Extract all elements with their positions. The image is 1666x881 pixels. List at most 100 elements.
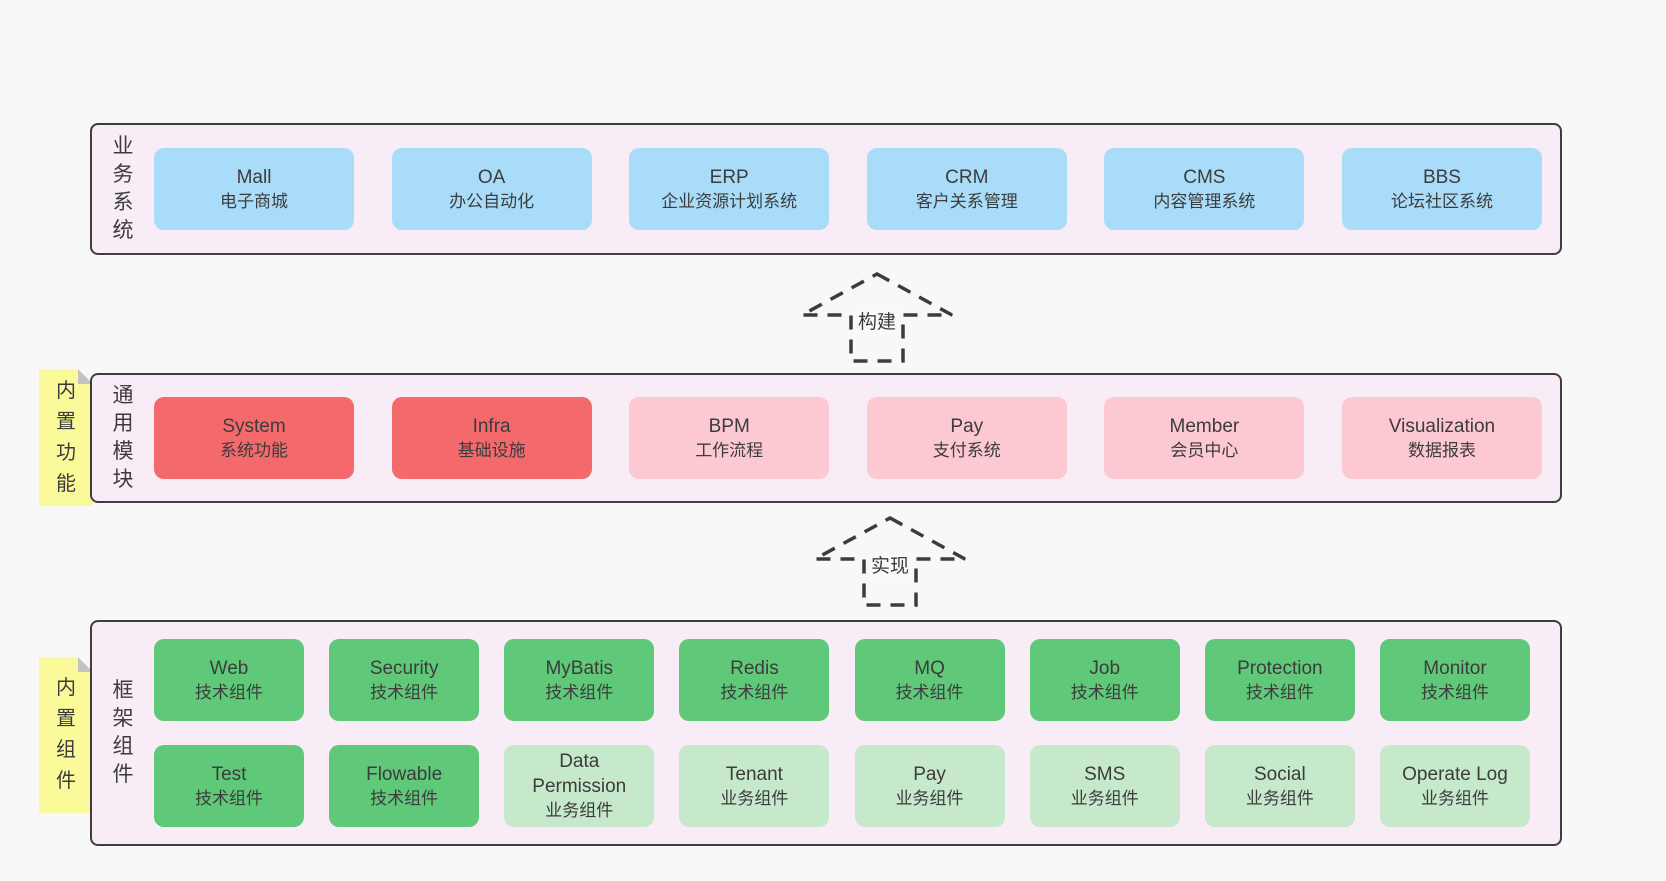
arrow-label-implement: 实现 xyxy=(867,554,913,580)
box-subtitle: 办公自动化 xyxy=(449,191,535,211)
dashed-up-arrow-icon xyxy=(814,516,966,607)
box-bbs: BBS 论坛社区系统 xyxy=(1341,148,1542,230)
box-mybatis: MyBatis 技术组件 xyxy=(504,639,655,721)
box-title: BBS xyxy=(1422,166,1461,188)
vertical-label-char: 务 xyxy=(112,163,134,186)
box-title: OA xyxy=(477,166,506,188)
box-subtitle: 基础设施 xyxy=(457,440,526,460)
box-title: BPM xyxy=(708,415,750,437)
box-subtitle: 业务组件 xyxy=(545,801,614,820)
box-title: Job xyxy=(1089,657,1121,679)
box-subtitle: 技术组件 xyxy=(1420,682,1489,702)
box-title: Mall xyxy=(236,166,272,188)
section-business-systems: 业务系统 Mall 电子商城 OA 办公自动化 ERP 企业资源计划系统 CRM 客户关系管理… xyxy=(90,123,1562,255)
vertical-label-char: 架 xyxy=(112,707,134,730)
box-bpm: BPM 工作流程 xyxy=(629,397,830,479)
vertical-label-char: 组 xyxy=(112,735,134,758)
box-subtitle: 企业资源计划系统 xyxy=(661,191,798,211)
box-subtitle: 工作流程 xyxy=(695,440,764,460)
box-title: Social xyxy=(1253,763,1306,785)
box-oa: OA 办公自动化 xyxy=(391,148,592,230)
box-subtitle: 电子商城 xyxy=(220,191,288,211)
box-subtitle: 业务组件 xyxy=(895,788,964,808)
vertical-label-char: 组 xyxy=(56,739,76,761)
sticky-note-builtin-components: 内置组件 xyxy=(39,657,93,813)
vertical-label-char: 块 xyxy=(112,468,134,491)
box-infra: Infra 基础设施 xyxy=(391,397,592,479)
box-title: Test xyxy=(211,763,247,785)
box-job: Job 技术组件 xyxy=(1029,639,1180,721)
box-subtitle: 支付系统 xyxy=(932,440,1001,460)
box-title: CRM xyxy=(945,166,989,188)
box-subtitle: 业务组件 xyxy=(720,788,789,808)
section-label-business-systems: 业务系统 xyxy=(92,125,154,253)
box-subtitle: 论坛社区系统 xyxy=(1390,191,1493,211)
vertical-label-char: 通 xyxy=(112,384,134,407)
box-title: ERP xyxy=(709,166,749,188)
box-sms: SMS 业务组件 xyxy=(1029,745,1180,827)
vertical-label-char: 框 xyxy=(112,679,134,702)
box-title: Tenant xyxy=(725,763,783,785)
box-subtitle: 技术组件 xyxy=(195,788,263,808)
vertical-label-char: 置 xyxy=(56,410,76,433)
box-crm: CRM 客户关系管理 xyxy=(866,148,1067,230)
dashed-up-arrow-icon xyxy=(801,272,953,363)
vertical-label-char: 能 xyxy=(56,472,76,495)
vertical-label-char: 系 xyxy=(112,191,134,214)
box-subtitle: 业务组件 xyxy=(1070,788,1139,808)
box-pay: Pay 支付系统 xyxy=(866,397,1067,479)
box-subtitle: 技术组件 xyxy=(370,682,439,702)
box-title: SMS xyxy=(1084,763,1126,785)
box-mall: Mall 电子商城 xyxy=(154,148,354,230)
arrow-build: 构建 xyxy=(797,270,957,364)
box-title: Security xyxy=(369,657,439,679)
box-title: Infra xyxy=(472,415,511,437)
box-title: MQ xyxy=(914,657,945,679)
box-title: Operate Log xyxy=(1402,763,1508,785)
box-subtitle: 系统功能 xyxy=(220,440,288,460)
box-subtitle: 技术组件 xyxy=(545,682,614,702)
arrow-implement: 实现 xyxy=(810,514,970,608)
box-subtitle: 技术组件 xyxy=(720,682,789,702)
box-title: MyBatis xyxy=(545,657,614,679)
section-label-common-modules: 通用模块 xyxy=(92,375,154,501)
box-security: Security 技术组件 xyxy=(329,639,480,721)
vertical-label-char: 件 xyxy=(56,770,76,792)
vertical-label-char: 内 xyxy=(56,677,76,699)
box-subtitle: 技术组件 xyxy=(1245,682,1314,702)
box-pay: Pay 业务组件 xyxy=(854,745,1005,827)
box-subtitle: 客户关系管理 xyxy=(915,191,1018,211)
box-data-permission: Data Permission 业务组件 xyxy=(504,745,655,827)
box-title: Pay xyxy=(950,415,984,437)
box-tenant: Tenant 业务组件 xyxy=(679,745,830,827)
box-title: Protection xyxy=(1237,657,1323,679)
box-subtitle: 技术组件 xyxy=(370,788,439,808)
box-title: Pay xyxy=(913,763,946,785)
box-monitor: Monitor 技术组件 xyxy=(1379,639,1530,721)
box-test: Test 技术组件 xyxy=(154,745,304,827)
box-title: Data Permission xyxy=(532,751,627,797)
box-subtitle: 技术组件 xyxy=(1070,682,1139,702)
box-subtitle: 内容管理系统 xyxy=(1153,191,1256,211)
box-subtitle: 技术组件 xyxy=(195,682,263,702)
vertical-label-char: 用 xyxy=(112,412,134,435)
vertical-label-char: 业 xyxy=(112,135,134,158)
box-title: Monitor xyxy=(1423,657,1487,679)
box-subtitle: 数据报表 xyxy=(1407,440,1476,460)
